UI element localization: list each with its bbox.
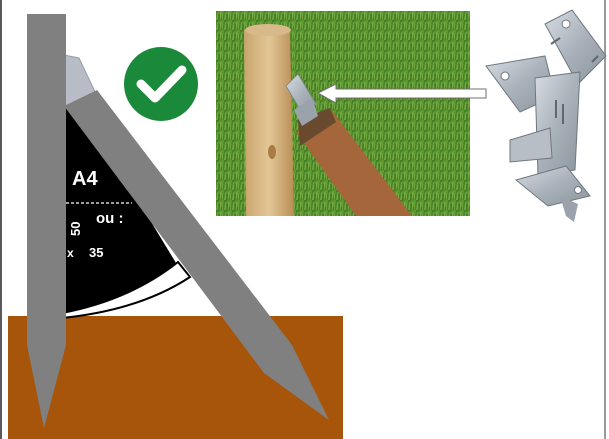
dim-width: 35 — [89, 245, 103, 260]
alt-label: ou : — [96, 210, 124, 227]
dim-sep: x — [67, 246, 74, 260]
bracket-product-photo — [486, 10, 606, 222]
dim-height: 50 — [68, 222, 83, 236]
check-badge — [124, 47, 198, 121]
size-label: A4 — [72, 168, 98, 190]
stake-photo — [216, 11, 486, 216]
vertical-stake — [27, 14, 66, 428]
